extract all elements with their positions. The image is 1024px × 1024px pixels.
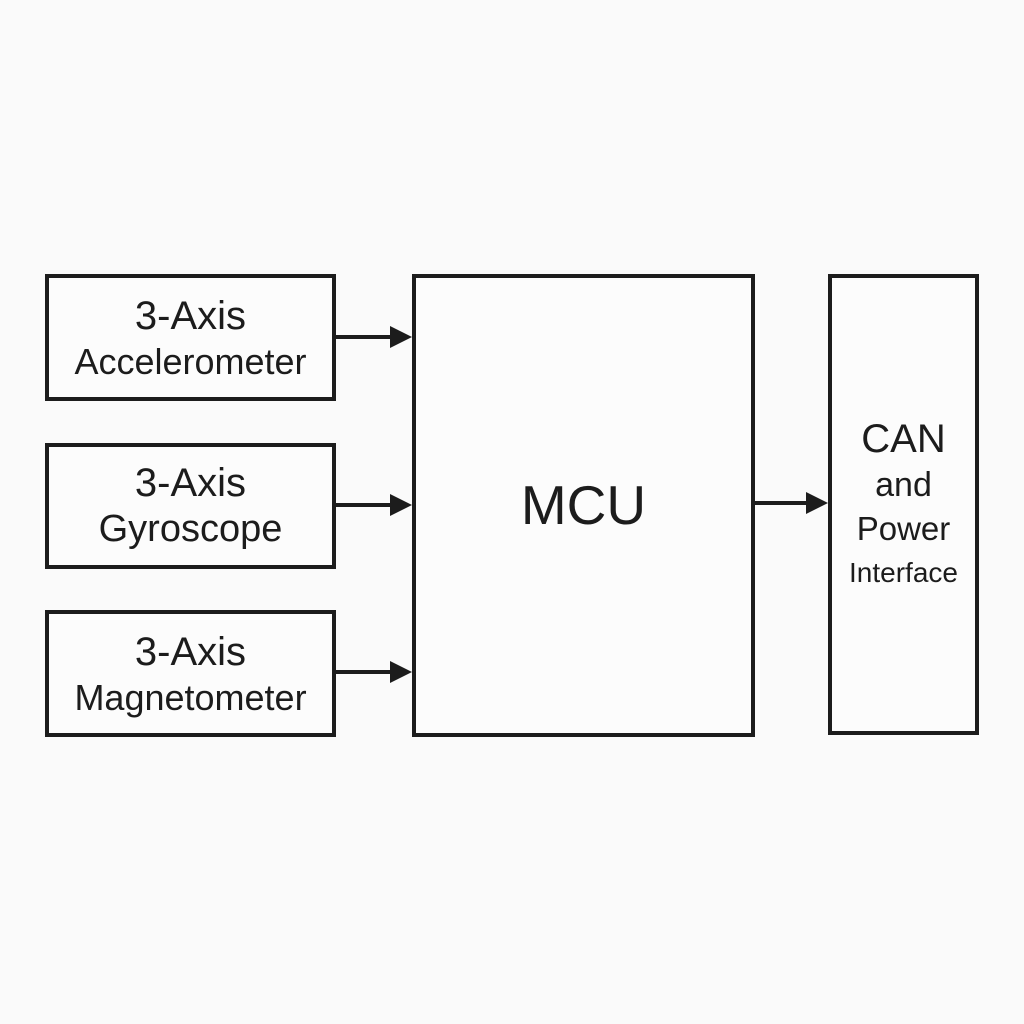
can-label-line4: Interface (849, 556, 958, 588)
arrow-magnetometer-to-mcu (336, 660, 412, 684)
mcu-label: MCU (520, 473, 647, 536)
can-label-line3: Power (856, 510, 951, 548)
arrow-mcu-to-can-power (755, 491, 828, 515)
arrowhead-icon (390, 326, 412, 348)
arrowhead-icon (390, 494, 412, 516)
arrowhead-icon (390, 661, 412, 683)
accelerometer-label-line1: 3-Axis (134, 293, 247, 338)
mcu-node: MCU (412, 274, 755, 737)
arrow-accelerometer-to-mcu (336, 325, 412, 349)
magnetometer-label-line2: Magnetometer (74, 676, 307, 718)
gyroscope-label-line2: Gyroscope (98, 508, 283, 551)
arrow-gyroscope-to-mcu (336, 493, 412, 517)
arrow-shaft (336, 335, 394, 339)
accelerometer-label-line2: Accelerometer (74, 340, 307, 382)
arrowhead-icon (806, 492, 828, 514)
gyroscope-node: 3-Axis Gyroscope (45, 443, 336, 569)
can-power-interface-node: CAN and Power Interface (828, 274, 979, 735)
magnetometer-node: 3-Axis Magnetometer (45, 610, 336, 737)
magnetometer-label-line1: 3-Axis (134, 629, 247, 674)
arrow-shaft (755, 501, 810, 505)
arrow-shaft (336, 670, 394, 674)
arrow-shaft (336, 503, 394, 507)
accelerometer-node: 3-Axis Accelerometer (45, 274, 336, 401)
gyroscope-label-line1: 3-Axis (134, 461, 247, 506)
can-label-line2: and (875, 466, 932, 505)
can-label-line1: CAN (861, 417, 946, 462)
